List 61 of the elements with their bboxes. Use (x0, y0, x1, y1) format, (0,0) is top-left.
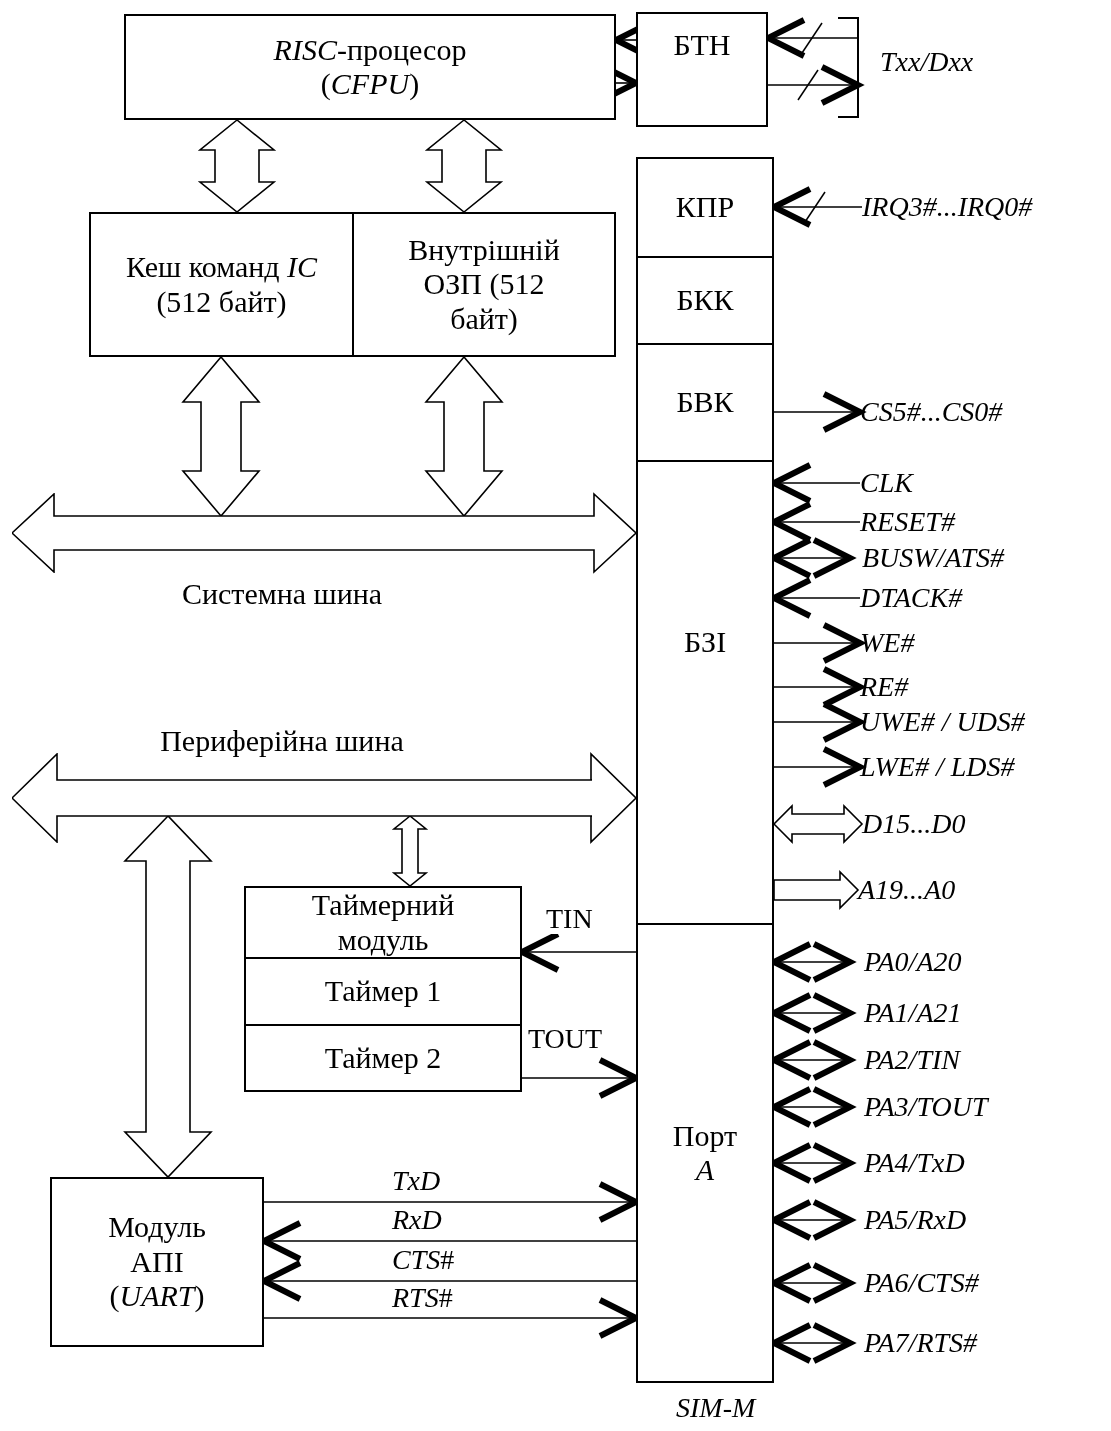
signal-label: BUSW/ATS# (850, 540, 1005, 576)
signal-label: IRQ3#...IRQ0# (862, 189, 1033, 225)
block-box (636, 343, 774, 462)
block-label: Порт A (671, 1118, 739, 1188)
bus-arrow (391, 814, 429, 888)
bus-label: Периферійна шина (159, 724, 405, 758)
signal-label: UWE# / UDS# (860, 704, 1025, 740)
signal-label: PA0/A20 (850, 944, 962, 980)
block-label: БКК (675, 283, 735, 318)
bus-arrow (123, 814, 213, 1179)
block-label: Таймер 2 (323, 1040, 443, 1076)
signal-label: RE# (860, 669, 909, 705)
block-box (50, 1177, 264, 1347)
block-box (636, 256, 774, 345)
bus-label: Системна шина (180, 577, 384, 611)
block-label: Кеш команд IC (512 байт) (124, 250, 319, 319)
signal-label: CLK (860, 465, 913, 501)
signal-label: D15...D0 (862, 806, 966, 842)
block-box (636, 12, 768, 127)
block-label: Модуль АПІ (UART) (107, 1210, 207, 1314)
arrow (773, 622, 863, 664)
signal-label: Txx/Dxx (858, 44, 974, 80)
signal-label: PA4/TxD (850, 1145, 965, 1181)
signal-label: PA5/RxD (850, 1202, 967, 1238)
block-label: БВК (675, 385, 735, 420)
bus-arrow (590, 752, 638, 844)
block-label: Таймер 1 (323, 974, 443, 1009)
bus-arrow (591, 492, 638, 574)
signal-label: RESET# (860, 504, 955, 540)
signal-label: A19...A0 (858, 872, 956, 908)
bus-arrow (181, 355, 261, 518)
block-box (636, 460, 774, 925)
signal-label: PA2/TIN (850, 1042, 960, 1078)
block-box (124, 14, 616, 120)
block-box (244, 1024, 522, 1092)
block-label: БТН (672, 28, 732, 63)
block-label: КПР (674, 190, 736, 225)
bus-arrow (773, 870, 860, 910)
block-label: Внутрішній ОЗП (512 байт) (407, 232, 561, 337)
block-label: БЗІ (682, 625, 728, 660)
signal-label: DTACK# (860, 580, 963, 616)
block-box (352, 212, 616, 357)
signal-label: WE# (860, 625, 915, 661)
bus-arrow (197, 118, 277, 214)
signal-label: PA1/A21 (850, 995, 962, 1031)
block-box (244, 886, 522, 959)
signal-label: PA7/RTS# (850, 1325, 978, 1361)
signal-label: LWE# / LDS# (860, 749, 1015, 785)
signal-label: PA3/TOUT (850, 1089, 988, 1125)
block-label: RISC-процесор (CFPU) (272, 32, 468, 102)
block-box (636, 157, 774, 258)
signal-label: PA6/CTS# (850, 1265, 979, 1301)
bus-arrow (424, 355, 504, 518)
block-box (244, 957, 522, 1026)
block-label: Таймерний модуль (310, 888, 456, 957)
bus-arrow (424, 118, 504, 214)
block-box (636, 923, 774, 1383)
block-box (89, 212, 354, 357)
block-caption: SIM-M (676, 1392, 756, 1424)
signal-label: CS5#...CS0# (860, 394, 1003, 430)
bus-arrow (772, 804, 864, 844)
